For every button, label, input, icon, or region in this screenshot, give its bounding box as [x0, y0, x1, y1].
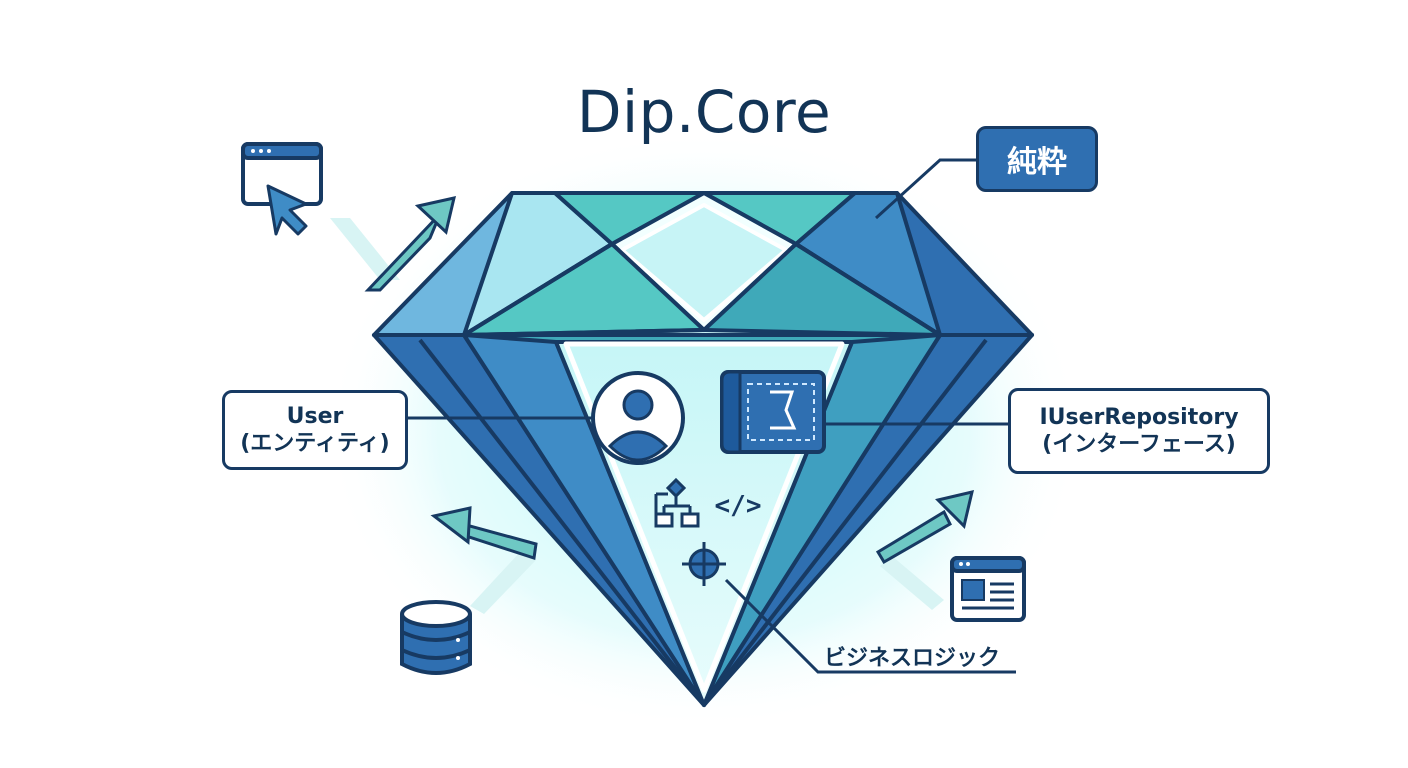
arrow-right-lower	[875, 489, 975, 610]
entity-label: User (エンティティ)	[222, 390, 408, 470]
entity-type: (エンティティ)	[240, 431, 390, 456]
business-logic-label: ビジネスロジック	[824, 646, 1001, 671]
interface-label: IUserRepository (インターフェース)	[1008, 388, 1270, 474]
interface-type: (インターフェース)	[1042, 432, 1236, 457]
cursor-icon	[266, 184, 308, 236]
arrow-top-left	[330, 196, 457, 292]
diamond	[372, 191, 1034, 707]
user-icon	[591, 371, 685, 465]
code-symbol: </>	[715, 491, 762, 521]
page-title: Dip.Core	[576, 78, 832, 146]
inner-window	[563, 341, 845, 693]
interface-name: IUserRepository	[1039, 404, 1239, 430]
target-icon	[682, 542, 726, 586]
arrow-left-lower	[430, 506, 538, 614]
database-icon	[400, 600, 472, 675]
badge-connector	[874, 158, 976, 220]
logic-connector	[724, 578, 1016, 674]
webpage-icon	[950, 556, 1026, 622]
blueprint-icon	[720, 370, 826, 454]
browser-icon	[241, 142, 323, 206]
hierarchy-icon	[654, 477, 700, 528]
purity-badge: 純粋	[976, 126, 1098, 192]
entity-name: User	[286, 403, 344, 429]
crown-facet	[620, 203, 788, 322]
